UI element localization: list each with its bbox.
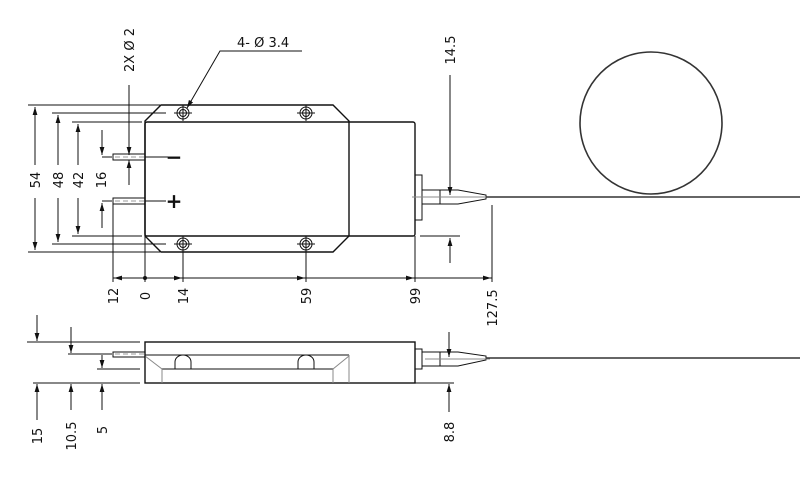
mounting-hole [297, 105, 315, 121]
top-view: − + 54 4 [28, 28, 800, 327]
plus-symbol: + [166, 189, 183, 213]
dim-8-8: 8.8 [443, 422, 458, 443]
side-pin [112, 351, 146, 358]
fiber-coil [579, 51, 723, 195]
fiber-connector [412, 174, 495, 221]
hole-diameter-label: 4- Ø 3.4 [237, 36, 289, 51]
dim-127-5: 127.5 [486, 289, 501, 326]
mounting-hole [174, 105, 192, 121]
module-body [144, 121, 416, 237]
dim-0: 0 [139, 292, 154, 300]
pin-diameter-label: 2X Ø 2 [123, 28, 138, 72]
dim-5: 5 [96, 426, 111, 434]
side-connector [414, 348, 490, 370]
dim-59: 59 [300, 288, 315, 305]
vertical-dimensions: 54 48 42 16 [28, 104, 166, 253]
dim-16: 16 [95, 172, 110, 189]
mounting-holes [174, 105, 315, 252]
side-bump [297, 354, 315, 369]
pin-callout: 2X Ø 2 [123, 28, 138, 185]
side-bump [174, 354, 192, 369]
fiber-height-label: 14.5 [444, 36, 459, 65]
fiber-height-callout: 14.5 [420, 36, 460, 263]
side-view: 15 10.5 5 8.8 [27, 315, 800, 450]
mounting-hole [174, 236, 192, 252]
mounting-hole [297, 236, 315, 252]
dim-10-5: 10.5 [65, 422, 80, 451]
dim-15: 15 [31, 428, 46, 445]
dim-42: 42 [72, 172, 87, 189]
hole-callout: 4- Ø 3.4 [186, 36, 302, 109]
side-body [144, 341, 416, 384]
dim-54: 54 [29, 172, 44, 189]
dim-99: 99 [409, 288, 424, 305]
minus-symbol: − [166, 145, 183, 169]
side-dimensions: 15 10.5 5 8.8 [27, 315, 458, 450]
dim-12: 12 [107, 288, 122, 305]
mounting-flange [144, 104, 350, 253]
dim-14: 14 [177, 288, 192, 305]
horizontal-dimensions: 12 0 14 59 99 127.5 [107, 204, 501, 327]
dim-48: 48 [52, 172, 67, 189]
